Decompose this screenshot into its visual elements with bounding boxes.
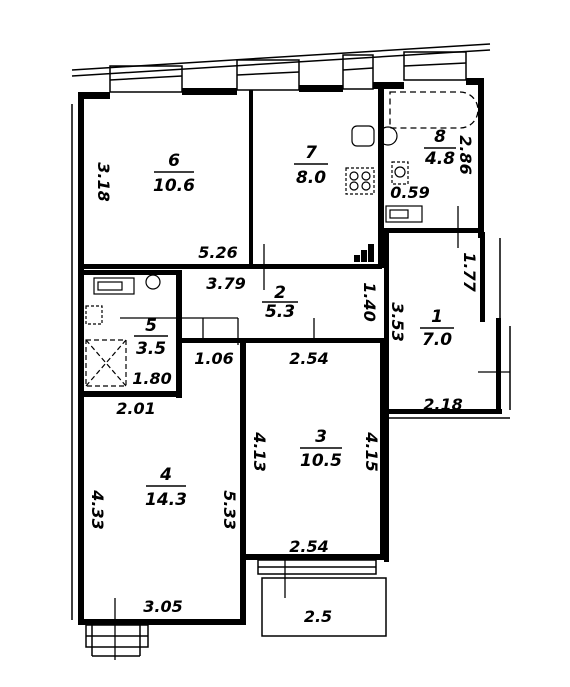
- dim-r3-left: 4.13: [250, 431, 269, 471]
- room-3-label: 3 10.5: [300, 427, 342, 471]
- dim-r3-right: 4.15: [362, 431, 381, 471]
- dim-r2-width: 3.79: [206, 274, 245, 293]
- room-7-label: 7 8.0: [294, 143, 328, 188]
- ventilation-shaft: [354, 244, 374, 262]
- dim-r8-depth: 0.59: [390, 183, 429, 202]
- room-1-number: 1: [431, 307, 443, 327]
- dim-r3-bottom: 2.54: [289, 537, 328, 556]
- thin-lines: [71, 104, 511, 620]
- room-3-number: 3: [315, 427, 327, 447]
- room-1-label: 1 7.0: [420, 307, 454, 350]
- room-8-label: 8 4.8: [424, 127, 456, 169]
- room-2-area: 5.3: [265, 302, 295, 322]
- washbasin: [385, 205, 423, 223]
- bottom-window-left: [85, 624, 149, 657]
- kitchen-sink: [351, 125, 398, 147]
- room-5-label: 5 3.5: [134, 316, 168, 359]
- toilet: [391, 161, 409, 185]
- dim-r2-height: 1.40: [360, 282, 379, 321]
- dim-r8-width: 2.86: [456, 135, 475, 174]
- room-7-number: 7: [305, 143, 317, 163]
- room-8-area: 4.8: [424, 149, 455, 169]
- dim-r1-width: 2.18: [423, 395, 462, 414]
- room-4-label: 4 14.3: [145, 465, 187, 510]
- room-6-number: 6: [168, 151, 180, 171]
- room-6-area: 10.6: [153, 176, 195, 196]
- room-3-area: 10.5: [300, 451, 342, 471]
- room-2-label: 2 5.3: [262, 283, 298, 322]
- dim-r6-width: 5.26: [198, 243, 237, 262]
- top-windows: [109, 51, 467, 93]
- bathtub: [389, 91, 479, 129]
- room-1-area: 7.0: [422, 330, 452, 350]
- dim-r4-left: 4.33: [88, 489, 107, 529]
- room-4-number: 4: [159, 465, 172, 485]
- dim-r4-right: 5.33: [220, 490, 239, 529]
- dim-r4-bottom: 3.05: [143, 597, 182, 616]
- guide-lines: [114, 206, 510, 660]
- room-5-area: 3.5: [136, 339, 166, 359]
- room-6-label: 6 10.6: [153, 151, 195, 196]
- room-8-number: 8: [434, 127, 446, 147]
- room-2-number: 2: [274, 283, 286, 303]
- room-5-number: 5: [145, 316, 157, 336]
- walls: [78, 78, 502, 625]
- bath-fixtures: [85, 274, 161, 387]
- room-4-area: 14.3: [145, 490, 187, 510]
- dim-r5-door: 1.06: [194, 349, 233, 368]
- dimension-labels: 5.26 0.59 3.79 1.06 2.54 1.80 2.18 2.01 …: [116, 183, 462, 626]
- dim-r4-top: 2.01: [116, 399, 155, 418]
- balcony: [257, 559, 387, 637]
- dim-r6-height: 3.18: [94, 162, 113, 201]
- room-7-area: 8.0: [296, 168, 326, 188]
- vertical-dimension-labels: 3.18 2.86 1.77 1.40 3.53 4.13 4.15 4.33 …: [88, 135, 479, 529]
- dim-r1-upper: 1.77: [460, 252, 479, 292]
- dim-r5-width: 1.80: [132, 369, 171, 388]
- dim-r1-height: 3.53: [388, 302, 407, 341]
- dim-r2-lower: 2.54: [289, 349, 328, 368]
- dim-balcony: 2.5: [304, 607, 332, 626]
- stove: [345, 167, 375, 195]
